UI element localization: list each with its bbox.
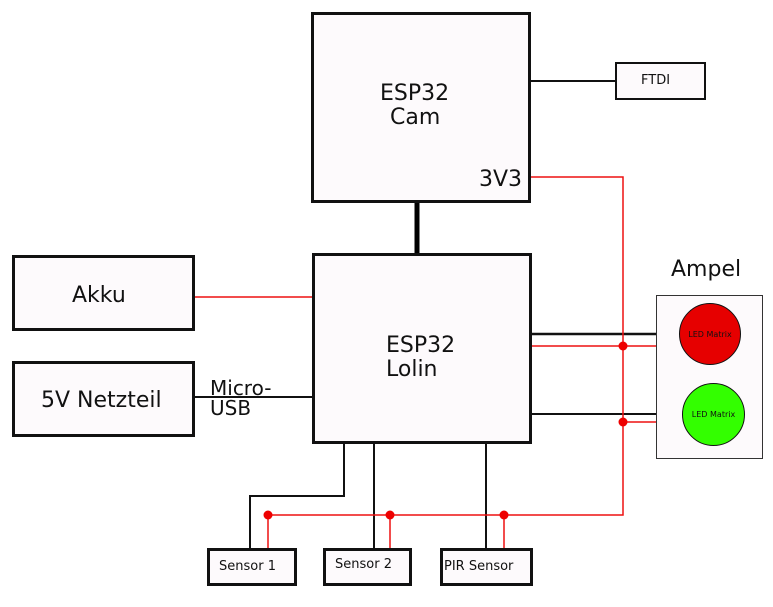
sensor1-label: Sensor 1: [219, 559, 276, 574]
led-matrix-red-label: LED Matrix: [688, 329, 732, 339]
sensor2-label: Sensor 2: [335, 557, 392, 572]
micro-usb-label: Micro- USB: [210, 378, 271, 418]
akku-block: [12, 255, 195, 331]
esp32-cam-label-line1: ESP32: [380, 81, 450, 106]
netzteil-block: [12, 361, 195, 437]
junction-dot: [618, 341, 628, 351]
ampel-title: Ampel: [671, 257, 742, 282]
ftdi-block: [615, 62, 706, 100]
micro-usb-label-line2: USB: [210, 396, 252, 420]
esp32-lolin-label: ESP32 Lolin: [386, 334, 455, 382]
ftdi-label: FTDI: [641, 73, 671, 88]
junction-dot: [618, 417, 628, 427]
led-matrix-green: LED Matrix: [682, 383, 745, 446]
junction-dot: [499, 510, 509, 520]
wire-lolin-sensor1: [249, 443, 345, 549]
sensor1-block: [207, 548, 297, 586]
micro-usb-label-line1: Micro-: [210, 376, 272, 400]
esp32-lolin-label-line1: ESP32: [386, 333, 456, 358]
akku-label: Akku: [72, 283, 126, 308]
esp32-cam-block: [311, 12, 531, 203]
pin-3v3-label: 3V3: [479, 167, 523, 192]
esp32-cam-label-line2: Cam: [390, 105, 441, 130]
esp32-lolin-block: [312, 253, 532, 444]
netzteil-label: 5V Netzteil: [41, 388, 162, 413]
esp32-cam-label: ESP32 Cam: [380, 82, 449, 130]
junction-dot: [385, 510, 395, 520]
sensor2-block: [323, 548, 412, 586]
esp32-lolin-label-line2: Lolin: [386, 357, 438, 382]
led-matrix-green-label: LED Matrix: [691, 410, 736, 419]
junction-dot: [263, 510, 273, 520]
pir-sensor-label: PIR Sensor: [444, 559, 514, 574]
led-matrix-red: LED Matrix: [679, 303, 741, 365]
pir-sensor-block: [440, 548, 533, 586]
